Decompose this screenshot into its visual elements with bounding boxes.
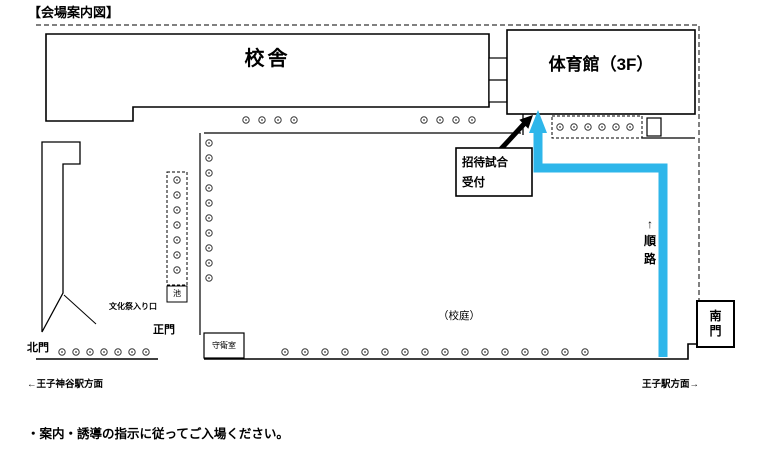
tree-icon <box>258 116 266 124</box>
tree-icon <box>205 139 213 147</box>
tree-icon <box>205 154 213 162</box>
tree-icon <box>173 221 181 229</box>
festival-path-line <box>63 294 97 325</box>
guard-room-label: 守衛室 <box>212 341 236 350</box>
route-direction-label: ↑ 順 路 <box>643 217 656 266</box>
tree-icon <box>321 348 329 356</box>
route-path <box>533 131 668 357</box>
tree-icon <box>441 348 449 356</box>
tree-icon <box>501 348 509 356</box>
tree-icon <box>468 116 476 124</box>
tree-icon <box>612 123 620 131</box>
map-dashed-border <box>36 24 700 302</box>
pond-label: 池 <box>173 289 181 298</box>
west-building <box>41 141 81 333</box>
tree-icon <box>173 236 181 244</box>
tree-col-path <box>205 139 213 282</box>
tree-icon <box>205 169 213 177</box>
station-right-label: 王子駅方面→ <box>642 379 700 390</box>
tree-icon <box>361 348 369 356</box>
tree-icon <box>173 266 181 274</box>
tree-icon <box>581 348 589 356</box>
tree-icon <box>381 348 389 356</box>
tree-icon <box>570 123 578 131</box>
school-building <box>45 33 490 122</box>
tree-icon <box>401 348 409 356</box>
festival-entrance-label: 文化祭入り口 <box>109 302 157 311</box>
tree-icon <box>452 116 460 124</box>
tree-icon <box>205 244 213 252</box>
tree-icon <box>58 348 66 356</box>
gym-side-structure <box>646 117 662 137</box>
note-text: ・案内・誘導の指示に従ってご入場ください。 <box>27 427 289 441</box>
tree-icon <box>421 348 429 356</box>
tree-row-gym <box>556 123 634 131</box>
tree-icon <box>128 348 136 356</box>
station-left-label: ←王子神谷駅方面 <box>27 379 104 390</box>
tree-icon <box>173 251 181 259</box>
tree-row-north-gate <box>58 348 150 356</box>
reception-label: 招待試合 受付 <box>462 157 508 189</box>
tree-icon <box>301 348 309 356</box>
guard-room-box <box>203 332 245 359</box>
tree-icon <box>142 348 150 356</box>
gym-side-planter <box>551 115 643 139</box>
tree-icon <box>205 199 213 207</box>
tree-icon <box>86 348 94 356</box>
tree-icon <box>598 123 606 131</box>
tree-row-south-boundary <box>281 348 589 356</box>
route-arrowhead-icon <box>529 110 547 133</box>
gymnasium-label: 体育館（3F） <box>548 55 654 74</box>
tree-col-strip <box>173 176 181 274</box>
schoolyard-label: （校庭） <box>438 310 480 322</box>
tree-icon <box>541 348 549 356</box>
boundary-line-south <box>204 343 697 360</box>
tree-icon <box>205 229 213 237</box>
tree-icon <box>173 206 181 214</box>
map-title: 【会場案内図】 <box>28 5 120 20</box>
tree-icon <box>290 116 298 124</box>
gymnasium <box>506 29 696 115</box>
pond-box <box>166 285 188 303</box>
tree-icon <box>420 116 428 124</box>
tree-icon <box>205 214 213 222</box>
tree-icon <box>173 176 181 184</box>
tree-icon <box>114 348 122 356</box>
reception-box <box>455 147 533 197</box>
tree-icon <box>205 259 213 267</box>
tree-icon <box>242 116 250 124</box>
tree-icon <box>521 348 529 356</box>
tree-icon <box>205 184 213 192</box>
tree-icon <box>584 123 592 131</box>
tree-icon <box>173 191 181 199</box>
tree-icon <box>561 348 569 356</box>
tree-icon <box>205 274 213 282</box>
south-gate-label: 南 門 <box>696 300 735 348</box>
tree-icon <box>556 123 564 131</box>
tree-strip <box>166 171 188 286</box>
tree-icon <box>281 348 289 356</box>
tree-icon <box>274 116 282 124</box>
north-gate-label: 北門 <box>27 342 49 354</box>
tree-icon <box>461 348 469 356</box>
tree-row-school <box>242 116 476 124</box>
reception-arrowhead-icon <box>519 115 533 129</box>
tree-icon <box>626 123 634 131</box>
tree-icon <box>72 348 80 356</box>
tree-icon <box>100 348 108 356</box>
tree-icon <box>481 348 489 356</box>
tree-icon <box>436 116 444 124</box>
school-building-label: 校舎 <box>244 48 291 70</box>
main-gate-label: 正門 <box>153 324 175 336</box>
reception-arrow-shaft <box>498 122 526 152</box>
tree-icon <box>341 348 349 356</box>
